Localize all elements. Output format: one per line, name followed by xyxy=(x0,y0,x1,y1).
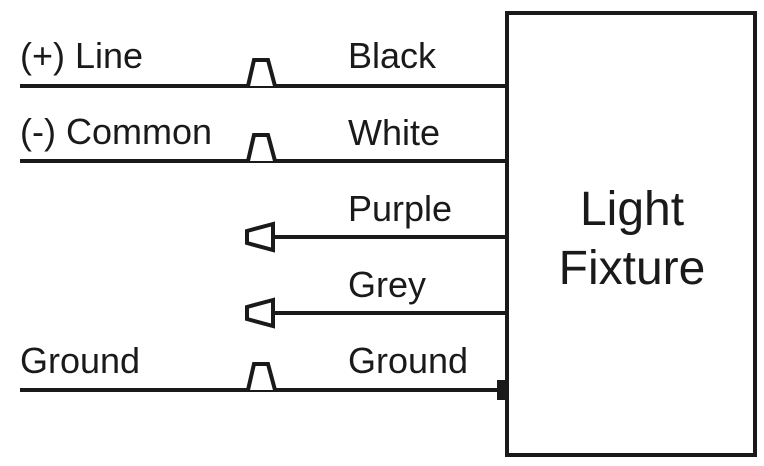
light-fixture-box xyxy=(505,11,757,457)
wire-label-white: White xyxy=(348,112,440,153)
source-label-ground: Ground xyxy=(20,340,140,381)
purple-wire-cap xyxy=(245,221,275,253)
source-label-common: (-) Common xyxy=(20,111,212,152)
ground-connector xyxy=(246,362,277,391)
source-label-line: (+) Line xyxy=(20,35,143,76)
common-connector xyxy=(246,133,277,162)
wire-label-black: Black xyxy=(348,35,437,76)
wire-label-grey: Grey xyxy=(348,264,426,305)
grey-wire-cap xyxy=(245,297,275,329)
wire-label-ground: Ground xyxy=(348,340,468,381)
fixture-label-line1: Light xyxy=(580,183,684,236)
fixture-label-line2: Fixture xyxy=(559,242,706,295)
line-connector xyxy=(246,58,277,87)
wire-label-purple: Purple xyxy=(348,188,452,229)
ground-terminal xyxy=(497,380,507,400)
